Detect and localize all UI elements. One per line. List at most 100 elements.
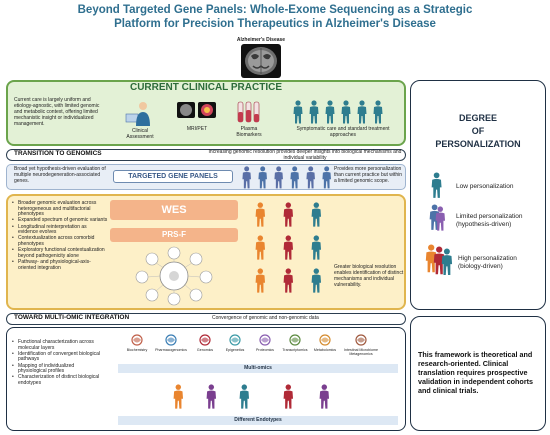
omics-icon: [229, 334, 241, 346]
clinician-icon: [125, 102, 150, 126]
wes-bullet: Expanded spectrum of genomic variants: [12, 218, 108, 224]
endotype-person-icon: [206, 384, 217, 409]
high-line: High personalization: [458, 255, 517, 262]
patient-icon: [325, 100, 335, 124]
endotype-person-icon: [173, 384, 184, 409]
wes-label-box: WES: [110, 200, 238, 220]
omics-label: Biochemistry: [126, 348, 148, 352]
patient-icon: [306, 166, 315, 189]
degree-heading-line: DEGREE: [458, 113, 497, 123]
mri-label: MRI/PET: [186, 126, 208, 132]
degree-heading-line: PERSONALIZATION: [435, 139, 521, 149]
prs-f-label-box: PRS-F: [110, 228, 238, 242]
mri-pet-icon: [177, 102, 216, 118]
transition-heading: TRANSITION TO GENOMICS: [14, 150, 102, 157]
multi-bullet: Characterization of distinct biological …: [12, 374, 102, 386]
patient-icon: [283, 235, 294, 260]
omics-icon: [131, 334, 143, 346]
limited-personalization-person-icon: [435, 206, 446, 231]
multi-omic-header-panel: [6, 313, 406, 325]
patient-icon: [322, 166, 331, 189]
patient-icon: [309, 100, 319, 124]
high-personalization-person-icon: [433, 246, 445, 275]
low-personalization-label: Low personalization: [456, 183, 514, 190]
limited-line: (hypothesis-driven): [456, 221, 512, 228]
omics-icon: [319, 334, 331, 346]
transition-description: Increasing genomic resolution provides d…: [208, 149, 402, 161]
patient-icon: [311, 235, 322, 260]
omics-icon: [165, 334, 177, 346]
wes-bullet: Broader genomic evaluation across hetero…: [12, 200, 108, 218]
plasma-label: Plasma Biomarkers: [236, 126, 262, 138]
patient-icon: [255, 235, 266, 260]
targeted-gene-panels-box: TARGETED GENE PANELS: [113, 170, 233, 183]
wes-bullet: Pathway- and physiological-axis-oriented…: [12, 259, 108, 271]
transition-header-panel: [6, 149, 406, 161]
omics-icon: [355, 334, 367, 346]
brain-mri-icon: [245, 47, 277, 75]
brain-figure: Alzheimer's Disease: [232, 37, 290, 78]
targeted-description: Broad yet hypothesis-driven evaluation o…: [14, 166, 106, 184]
wes-bullet: Exploratory functional contextualization…: [12, 247, 108, 259]
patient-icon: [373, 100, 383, 124]
multi-bullet: Identification of convergent biological …: [12, 351, 102, 363]
clinical-label: Clinical Assessment: [126, 128, 154, 140]
neuronal-network-diagram: [135, 246, 213, 306]
patient-icon: [283, 202, 294, 227]
multi-omic-heading: TOWARD MULTI-OMIC INTEGRATION: [14, 314, 130, 321]
multi-bullet: Functional characterization across molec…: [12, 339, 102, 351]
wes-bullet: Longitudinal reinterpretation as evidenc…: [12, 224, 108, 236]
targeted-right-text: Provides more personalization than curre…: [334, 166, 403, 184]
degree-heading: DEGREE OF PERSONALIZATION: [410, 112, 546, 151]
omics-icon: [199, 334, 211, 346]
high-personalization-person-icon: [441, 248, 453, 276]
figure-title: Beyond Targeted Gene Panels: Whole-Exome…: [40, 3, 510, 31]
high-personalization-person-icon: [425, 244, 437, 273]
patient-icon: [341, 100, 351, 124]
multi-bullet: Mapping of individualized physiological …: [12, 363, 102, 375]
multi-omics-bar: Multi-omics: [118, 364, 398, 373]
endotype-person-icon: [319, 384, 330, 409]
note-panel: [410, 316, 546, 431]
current-description: Current care is largely uniform and etio…: [14, 97, 100, 127]
patient-icon: [258, 166, 267, 189]
patient-icon: [311, 202, 322, 227]
omics-icon: [259, 334, 271, 346]
endotype-person-icon: [239, 384, 250, 409]
endotypes-bar: Different Endotypes: [118, 416, 398, 425]
patient-icon: [255, 268, 266, 293]
omics-label: Pharmacogenomics: [155, 348, 187, 352]
high-personalization-label: High personalization (biology-driven): [458, 255, 546, 271]
omics-label: Proteomics: [256, 348, 274, 352]
wes-right-text: Greater biological resolution enables id…: [334, 264, 404, 288]
brain-caption: Alzheimer's Disease: [236, 37, 286, 43]
wes-bullet-list: Broader genomic evaluation across hetero…: [12, 200, 108, 272]
plasma-tubes-icon: [237, 101, 260, 123]
multi-omic-description: Convergence of genomic and non-genomic d…: [212, 315, 319, 321]
omics-label: Epigenetics: [225, 348, 245, 352]
patient-icon: [293, 100, 303, 124]
title-line-1: Beyond Targeted Gene Panels: Whole-Exome…: [77, 4, 473, 16]
framework-note: This framework is theoretical and resear…: [418, 350, 534, 395]
high-line: (biology-driven): [458, 263, 503, 270]
care-label: Symptomatic care and standard treatment …: [296, 126, 390, 138]
omics-icon: [289, 334, 301, 346]
patient-icon: [283, 268, 294, 293]
omics-label: Intestinal Microbiome Metagenomics: [344, 348, 378, 357]
patient-icon: [255, 202, 266, 227]
omics-label: Genomics: [196, 348, 214, 352]
wes-bullet: Contextualization across comorbid phenot…: [12, 235, 108, 247]
patient-icon: [242, 166, 251, 189]
patient-icon: [290, 166, 299, 189]
title-line-2: Platform for Precision Therapeutics in A…: [114, 18, 436, 30]
degree-heading-line: OF: [471, 126, 485, 136]
limited-personalization-label: Limited personalization (hypothesis-driv…: [456, 213, 544, 229]
brain-mri-image: [241, 44, 281, 78]
low-personalization-person-icon: [431, 172, 442, 198]
omics-label: Transcriptomics: [282, 348, 308, 352]
omics-label: Metabolomics: [313, 348, 337, 352]
patient-icon: [311, 268, 322, 293]
endotype-person-icon: [283, 384, 294, 409]
limited-line: Limited personalization: [456, 213, 523, 220]
current-heading: CURRENT CLINICAL PRACTICE: [129, 82, 283, 93]
